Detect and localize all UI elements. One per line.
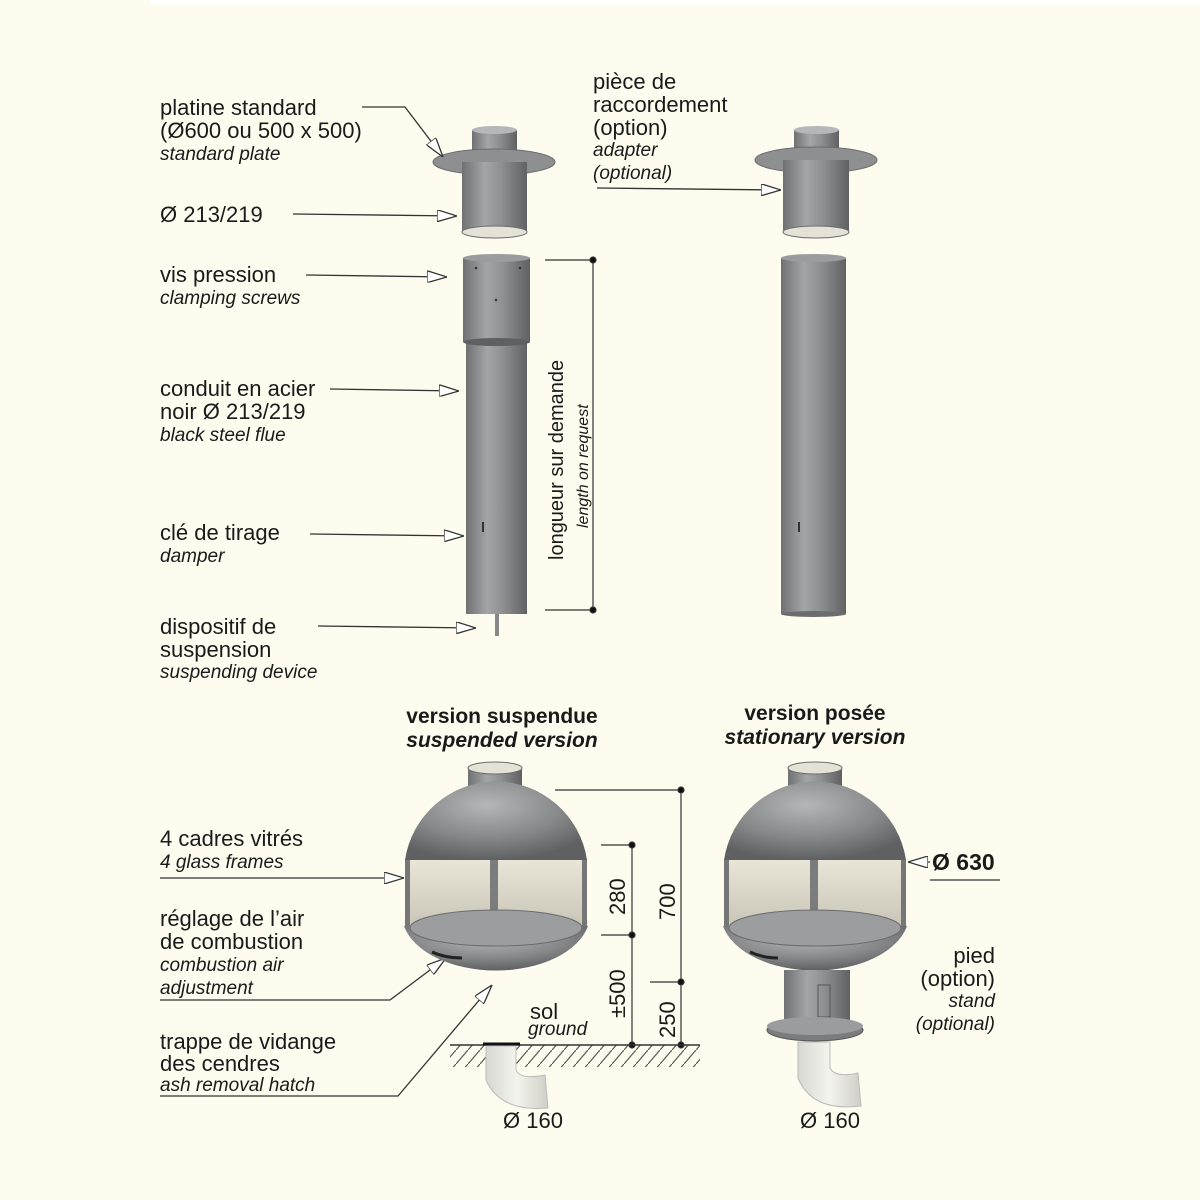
suspended-fireplace	[404, 761, 588, 971]
plate-label-en: standard plate	[160, 144, 281, 165]
suspension-label: dispositif de	[160, 614, 277, 639]
stand-label-en-2: (optional)	[915, 1014, 995, 1035]
air-duct-left	[485, 1045, 549, 1109]
adapter-label: pièce de	[593, 69, 677, 94]
ash-label: trappe de vidange	[160, 1029, 337, 1054]
duct-diameter-right: Ø 160	[800, 1108, 860, 1133]
suspended-version-title-en: suspended version	[406, 729, 598, 752]
length-dimension	[545, 256, 597, 614]
suspended-version-title: version suspendue	[406, 705, 598, 728]
diameter-label: Ø 213/219	[160, 202, 263, 227]
ground-label: sol	[530, 999, 559, 1024]
glass-label-en: 4 glass frames	[160, 852, 284, 873]
adapter-label-3: (option)	[593, 115, 668, 140]
length-label-en: length on request	[575, 404, 592, 528]
adapter-piece	[754, 126, 878, 239]
dimension-280: 280	[605, 878, 630, 915]
leader-lines	[160, 106, 1000, 1097]
flue-pipe-right	[781, 254, 846, 617]
flue-label-en: black steel flue	[160, 425, 286, 446]
screws-label: vis pression	[160, 262, 277, 287]
stand-label-2: (option)	[920, 966, 995, 991]
flue-label-2: noir Ø 213/219	[160, 399, 306, 424]
plate-label: platine standard	[160, 95, 317, 120]
air-label-en: combustion air	[160, 955, 284, 976]
dimension-700: 700	[655, 883, 680, 920]
ash-label-en: ash removal hatch	[160, 1075, 316, 1096]
air-duct-right	[797, 1041, 862, 1108]
sphere-diameter-label: Ø 630	[932, 849, 995, 875]
flue-label: conduit en acier	[160, 376, 316, 401]
stand-label: pied	[953, 943, 995, 968]
adapter-label-en-2: (optional)	[593, 163, 673, 184]
ash-label-2: des cendres	[160, 1051, 280, 1076]
plate-size-label: (Ø600 ou 500 x 500)	[160, 118, 362, 143]
stationary-version-title: version posée	[744, 702, 886, 725]
adapter-label-en: adapter	[593, 140, 658, 161]
air-label-en-2: adjustment	[160, 978, 253, 999]
stationary-version-title-en: stationary version	[724, 726, 906, 749]
suspension-label-2: suspension	[160, 637, 272, 662]
standard-plate	[432, 126, 556, 239]
flue-pipe-left	[463, 254, 530, 636]
length-label: longueur sur demande	[546, 359, 568, 560]
damper-label: clé de tirage	[160, 520, 280, 545]
height-dimensions	[555, 786, 685, 1049]
ground-label-en: ground	[528, 1019, 588, 1040]
damper-label-en: damper	[160, 546, 225, 567]
screws-label-en: clamping screws	[160, 288, 301, 309]
dimension-250: 250	[655, 1001, 680, 1038]
suspension-label-en: suspending device	[160, 662, 318, 683]
duct-diameter-left: Ø 160	[503, 1108, 563, 1133]
stationary-fireplace	[723, 761, 907, 1042]
glass-label: 4 cadres vitrés	[160, 826, 304, 851]
adapter-label-2: raccordement	[593, 92, 728, 117]
air-label: réglage de l’air	[160, 906, 305, 931]
air-label-2: de combustion	[160, 929, 304, 954]
dimension-500: ±500	[605, 969, 630, 1018]
stand-label-en: stand	[948, 991, 995, 1012]
